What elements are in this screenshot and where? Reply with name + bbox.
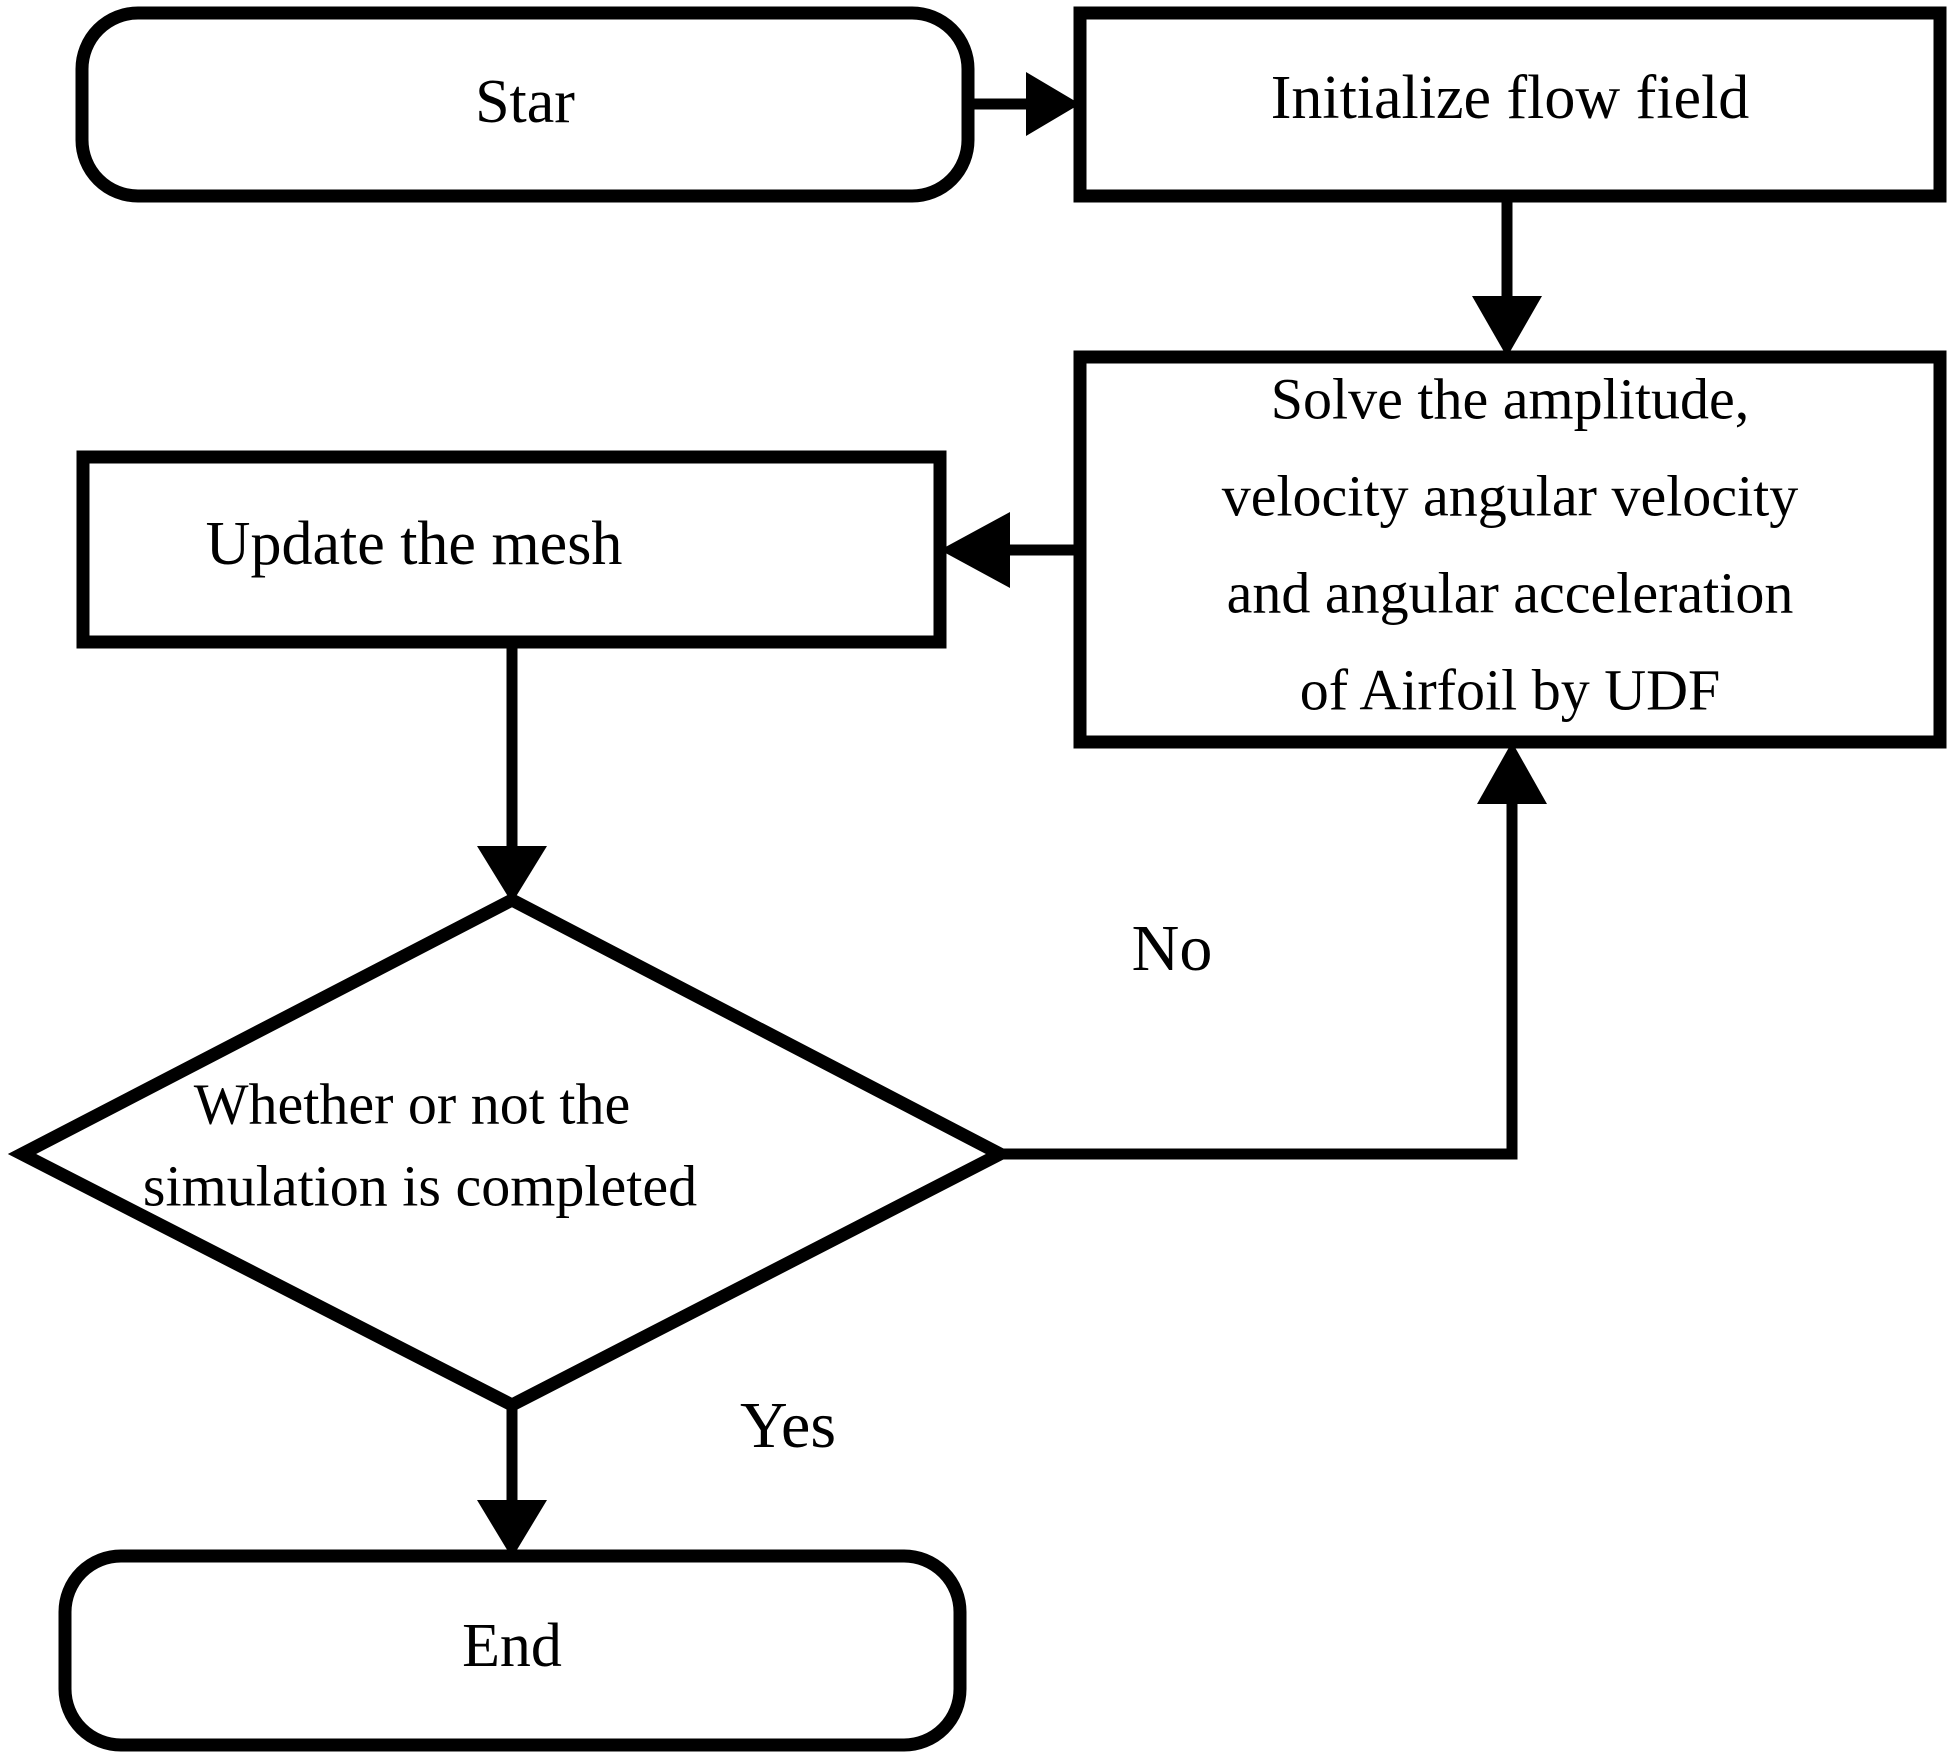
arrowhead-icon (1477, 742, 1547, 804)
edge-label-no: No (1132, 912, 1213, 985)
edge-decision-no-to-solve (1000, 742, 1547, 1160)
edge-start-to-initialize (968, 72, 1080, 136)
arrowhead-icon (477, 1500, 547, 1558)
initialize-flow-field-shape[interactable] (1073, 6, 1947, 203)
arrowhead-icon (940, 512, 1010, 588)
arrowhead-icon (1026, 72, 1080, 136)
end-terminator-shape[interactable] (58, 1549, 967, 1752)
start-terminator-shape[interactable] (75, 6, 975, 203)
end-terminator[interactable]: End (58, 1549, 967, 1752)
edge-solve-to-update (940, 512, 1080, 588)
simulation-completed-label-line-1: Whether or not the (194, 1071, 630, 1136)
start-terminator[interactable]: Star (75, 6, 975, 203)
simulation-completed-shape[interactable] (7, 892, 1015, 1413)
update-mesh-label: Update the mesh (206, 510, 623, 578)
start-terminator-label: Star (475, 68, 575, 136)
end-terminator-label: End (462, 1612, 562, 1680)
initialize-flow-field-label: Initialize flow field (1271, 64, 1750, 132)
edge-label-yes: Yes (740, 1389, 836, 1462)
simulation-completed-label-line-2: simulation is completed (143, 1153, 697, 1218)
edge-initialize-to-solve (1472, 196, 1542, 357)
update-mesh-process[interactable]: Update the mesh (76, 450, 947, 649)
simulation-completed-decision[interactable]: Whether or not the simulation is complet… (7, 892, 1015, 1413)
initialize-flow-field-process[interactable]: Initialize flow field (1073, 6, 1947, 203)
edge-decision-yes-to-end (477, 1405, 547, 1558)
solve-udf-label-line-1: Solve the amplitude, (1271, 366, 1749, 431)
arrowhead-icon (477, 846, 547, 903)
update-mesh-shape[interactable] (76, 450, 947, 649)
solve-udf-label-line-3: and angular acceleration (1227, 560, 1794, 625)
edge-update-to-decision (477, 642, 547, 903)
arrowhead-icon (1472, 296, 1542, 357)
solve-udf-label-line-2: velocity angular velocity (1222, 463, 1799, 528)
solve-udf-shape[interactable] (1073, 350, 1947, 749)
solve-udf-label-line-4: of Airfoil by UDF (1300, 657, 1721, 722)
solve-udf-process[interactable]: Solve the amplitude, velocity angular ve… (1073, 350, 1947, 749)
